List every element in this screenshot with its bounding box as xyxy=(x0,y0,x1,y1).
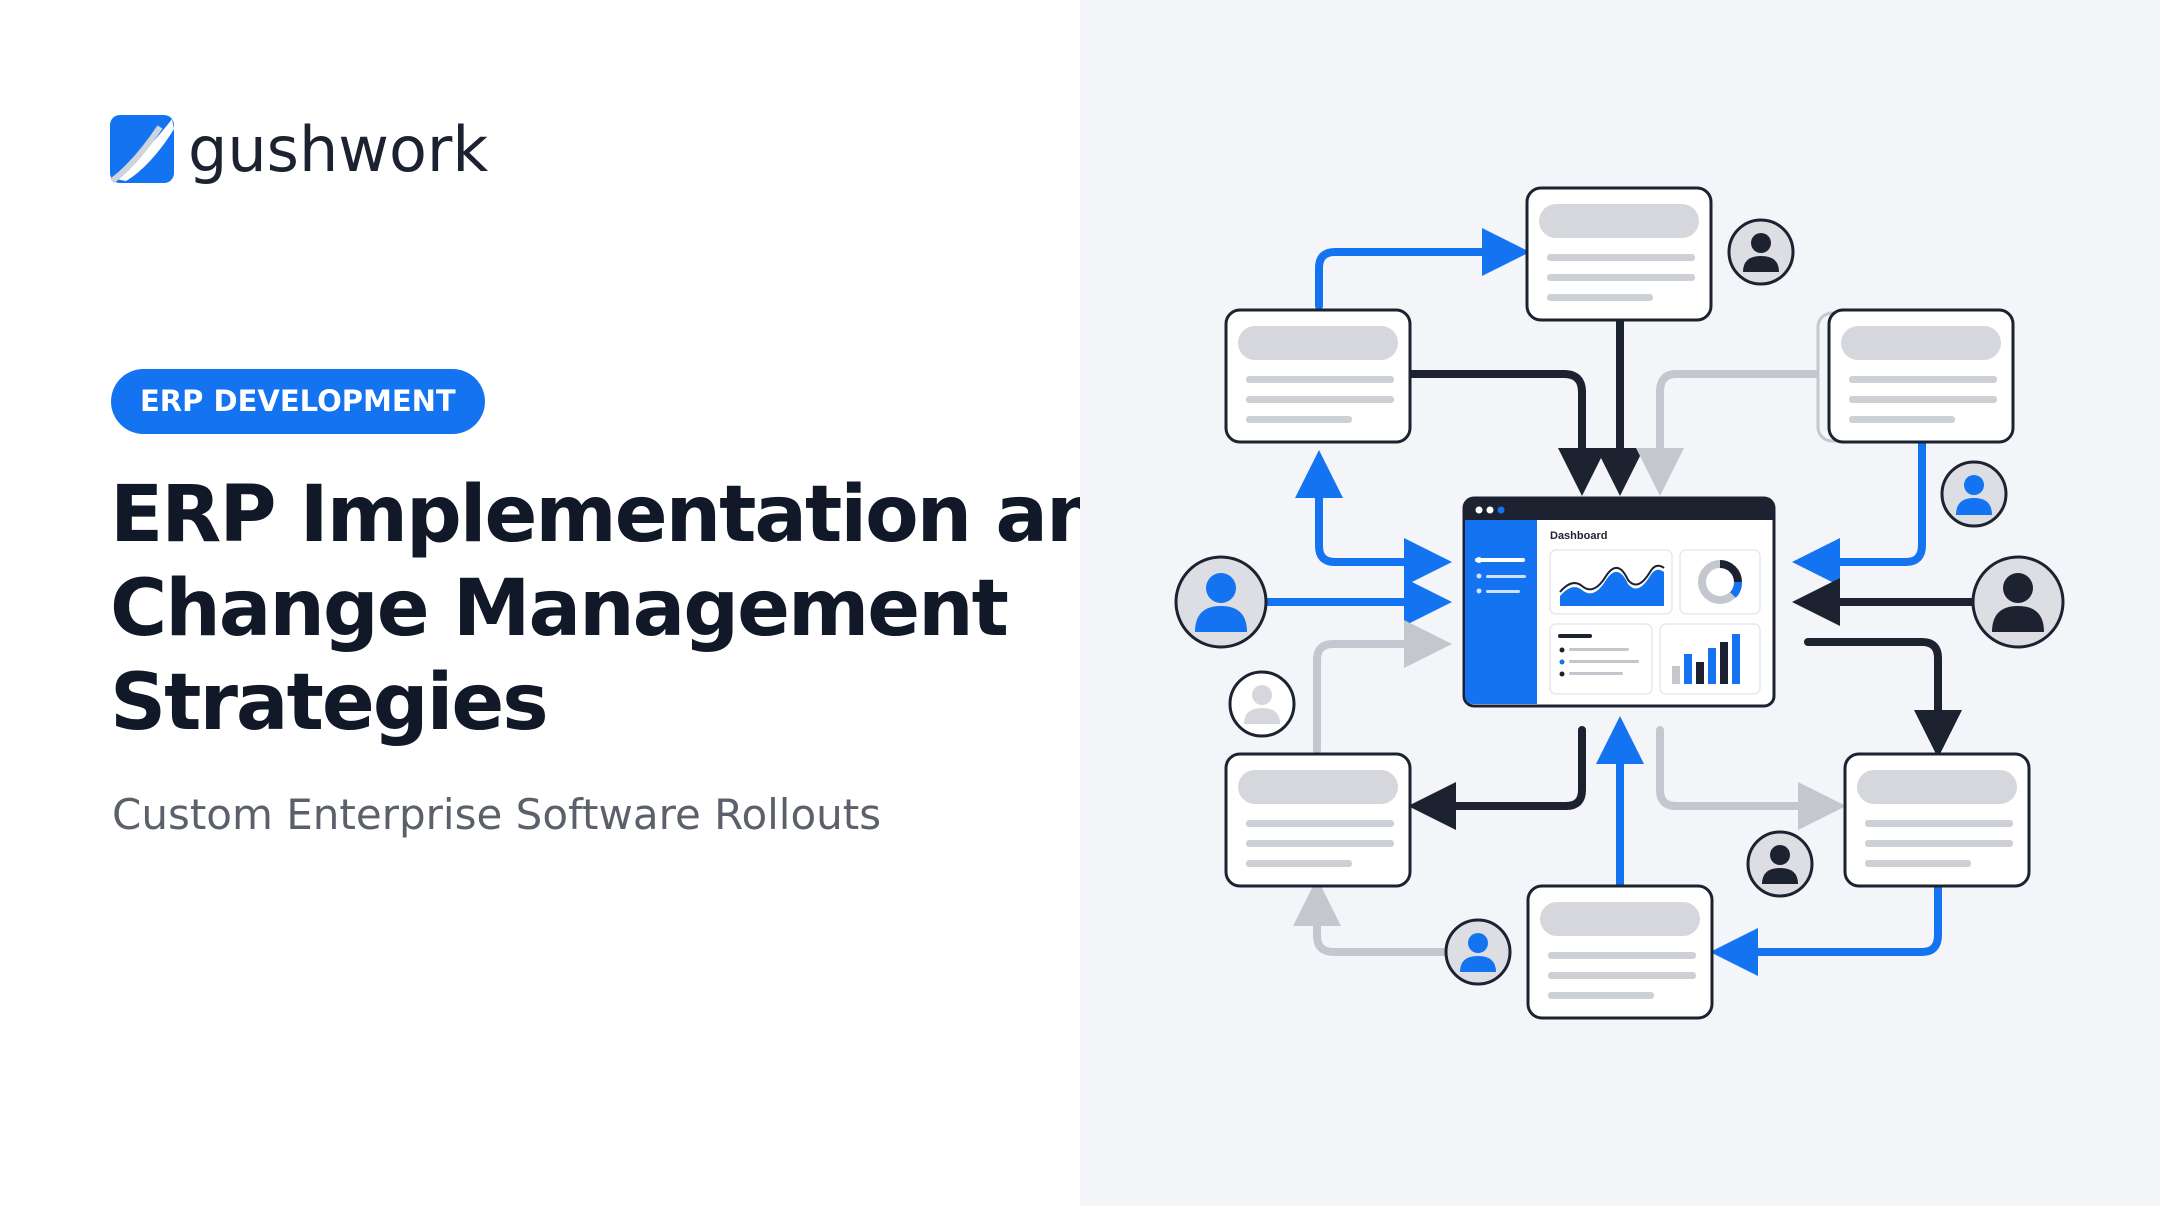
title-line-3: Strategies xyxy=(110,658,549,748)
process-card xyxy=(1843,752,2031,888)
user-avatar-icon xyxy=(1228,670,1296,738)
gushwork-logo-icon xyxy=(110,115,174,183)
erp-network-illustration: Dashboard xyxy=(1174,186,2065,1020)
connector-line xyxy=(1804,638,1962,758)
title-line-2: Change Management xyxy=(110,564,1009,654)
connector-line xyxy=(1792,440,1926,586)
brand-name: gushwork xyxy=(188,112,489,186)
process-card xyxy=(1526,884,1714,1020)
dashboard-title: Dashboard xyxy=(1550,530,1607,542)
page-subtitle: Custom Enterprise Software Rollouts xyxy=(112,790,882,839)
process-card xyxy=(1827,308,2015,444)
user-avatar-icon xyxy=(1444,918,1512,986)
connector-line xyxy=(1293,878,1450,956)
connector-line xyxy=(1315,228,1530,310)
process-card xyxy=(1224,308,1412,444)
process-card xyxy=(1525,186,1713,322)
user-avatar-icon xyxy=(1727,218,1795,286)
user-avatar-icon xyxy=(1971,555,2065,649)
connector-line xyxy=(1636,370,1828,496)
connector-line xyxy=(1313,620,1452,754)
dashboard-sidebar xyxy=(1465,520,1537,704)
category-badge: ERP DEVELOPMENT xyxy=(111,369,485,434)
user-avatar-icon xyxy=(1746,830,1814,898)
connector-line xyxy=(1406,370,1606,496)
title-line-1: ERP Implementation and xyxy=(110,470,1155,560)
user-avatar-icon xyxy=(1174,555,1268,649)
connector-line xyxy=(1710,884,1942,976)
user-avatar-icon xyxy=(1940,460,2008,528)
connector-line xyxy=(1408,726,1586,830)
brand-logo[interactable]: gushwork xyxy=(110,112,488,186)
connector-line xyxy=(1315,458,1452,586)
dashboard-window: Dashboard xyxy=(1462,496,1776,708)
page-title: ERP Implementation and Change Management… xyxy=(110,468,1155,750)
connector-line xyxy=(1656,726,1846,830)
process-card xyxy=(1224,752,1412,888)
left-panel: gushwork ERP DEVELOPMENT ERP Implementat… xyxy=(110,112,1156,839)
